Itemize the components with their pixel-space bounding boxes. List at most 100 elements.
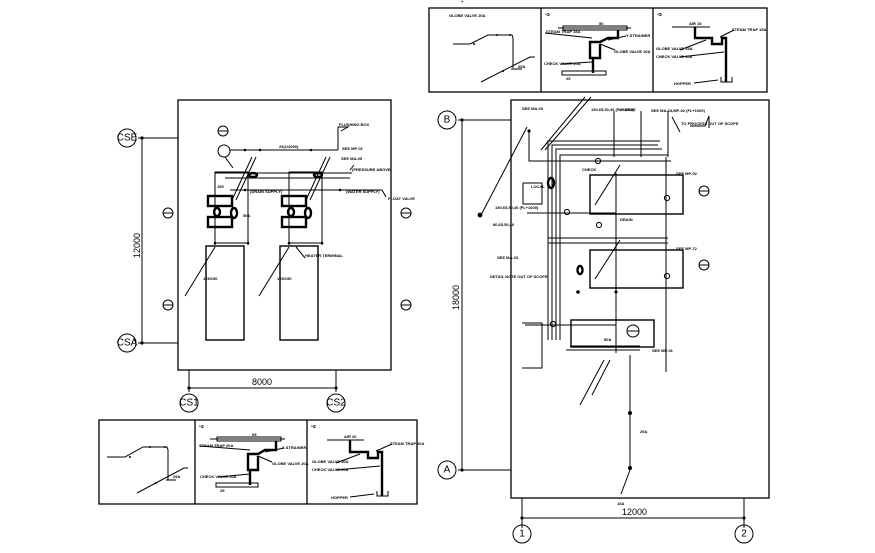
leader-line: [719, 29, 735, 38]
pipe: [551, 144, 658, 340]
pipe: [555, 148, 662, 340]
valve-icon: [212, 206, 222, 218]
leader-line: [295, 246, 306, 259]
valve-icon: [286, 206, 296, 218]
annotation: HEATER TERMINAL: [305, 253, 343, 258]
grid-bubble-circle: [437, 110, 457, 130]
air-label: AIR 15: [689, 21, 702, 26]
valve-icon: [563, 208, 571, 216]
tank-1: [205, 245, 245, 341]
dim-tick: [334, 386, 338, 390]
annotation: FLOAT VALVE: [388, 196, 415, 201]
leader-line: [335, 453, 361, 464]
header-size-label: 50: [599, 21, 604, 26]
fitting-icon: [614, 290, 618, 294]
annotation: 150,65,50,40 (FL+1000): [495, 205, 539, 210]
valve-icon: [549, 320, 557, 328]
globe-valve-label: GLOBE VALVE 20A: [312, 459, 349, 464]
dim-tick: [742, 516, 746, 520]
grid-bubble-label: CSA: [117, 338, 138, 349]
leader-line: [264, 447, 285, 453]
valve-icon: [312, 171, 324, 179]
detail-bottom-2-title: *①: [199, 424, 205, 429]
detail-top-3-title: *②: [657, 12, 663, 17]
fitting-icon: [527, 129, 531, 133]
grid-bubble-circle: [437, 460, 457, 480]
pipe: [349, 164, 355, 171]
equipment-box-middle: [589, 249, 684, 289]
fitting-icon: [628, 411, 632, 415]
valve-icon: [247, 171, 259, 179]
left-plan: 12000 8000 CSE CSA CS1 CS2: [117, 99, 415, 413]
detail-top-1-pipe: [453, 34, 514, 68]
detail-bottom-3: *② AIR 20 STEAM TRAP 20A GLOBE VALVE 20A…: [311, 424, 424, 500]
dim-tick: [460, 118, 464, 122]
valve-icon: [663, 194, 671, 202]
hopper-shape: [376, 491, 389, 497]
steam-trap-label: STEAM TRAP 15A: [732, 27, 766, 32]
detail-top-frame: [428, 7, 768, 93]
steam-trap-label: STEAM TRAP 15A: [546, 29, 580, 34]
fitting-icon: [287, 241, 291, 245]
valve-icon: [546, 176, 556, 190]
pipe-diagonal: [579, 359, 605, 406]
annotation: TO PROCESS OUT OF SCOPE: [681, 121, 739, 126]
leader-line: [607, 35, 627, 41]
annotation: 150: [217, 184, 224, 189]
leader-line: [199, 445, 251, 451]
annotation: 50A: [243, 213, 250, 218]
fitting-icon: [473, 43, 475, 45]
annotation: (WATER SUPPLY): [346, 189, 380, 194]
annotation: SEE MP-02: [676, 171, 698, 176]
leader-line: [217, 473, 251, 478]
dim-tick: [140, 136, 144, 140]
detail-bottom-2: *① STEAM TRAP 20A Y-STRAINER GLOBE VALVE…: [199, 424, 309, 493]
pipe: [547, 140, 660, 340]
detail-bottom-frame: [98, 419, 418, 505]
pump-unit-icon: [206, 194, 234, 208]
right-plan-horizontal-dimension: 12000: [622, 507, 647, 517]
flushing-box-icon: [217, 144, 231, 158]
condensate-size-label: 25: [566, 76, 571, 81]
detail-bottom-1: 25A: [107, 446, 188, 494]
pipe-diagonal: [594, 239, 621, 280]
pipe: [559, 154, 668, 340]
fitting-icon: [509, 34, 511, 36]
fitting-icon: [496, 34, 498, 36]
annotation: 15A: [617, 501, 624, 506]
annotation: SEE MA-03,MP-02 (FL+1000): [651, 108, 706, 113]
local-panel: [522, 182, 543, 205]
annotation: SEE MP-01: [652, 348, 674, 353]
hopper-shape: [720, 77, 733, 83]
condensate-pipe: [561, 70, 607, 76]
leader-line: [679, 39, 707, 51]
left-plan-piping: [184, 126, 387, 297]
right-plan-vertical-dimension: 18000: [451, 285, 461, 310]
pipe-diagonal: [258, 246, 290, 297]
dim-tick: [460, 468, 464, 472]
steam-trap-label: STEAM TRAP 20A: [199, 443, 233, 448]
flushing-box-flag: [337, 126, 350, 150]
pipe-diagonal: [620, 469, 631, 495]
fitting-icon: [320, 241, 324, 245]
leader-line: [349, 493, 375, 498]
annotation: 25(1/4000): [279, 144, 299, 149]
tank-2: [279, 245, 319, 341]
pipe-diagonal: [231, 156, 253, 201]
pipe: [288, 171, 323, 245]
annotation: CHECK: [582, 167, 596, 172]
valve-icon: [595, 221, 603, 229]
fitting-icon: [477, 212, 483, 218]
fitting-icon: [129, 456, 131, 458]
pipe: [214, 171, 249, 245]
fitting-icon: [258, 148, 262, 152]
dim-tick: [140, 341, 144, 345]
air-label: AIR 20: [344, 434, 357, 439]
pipe-diagonal: [184, 246, 216, 297]
grid-bubble-circle: [326, 393, 346, 413]
trap-piping: [693, 27, 728, 82]
fitting-icon: [243, 188, 247, 192]
detail-bottom-1-label: 25A: [173, 474, 180, 479]
pump-unit-icon: [206, 215, 234, 229]
annotation: SEE MA-05: [341, 156, 363, 161]
